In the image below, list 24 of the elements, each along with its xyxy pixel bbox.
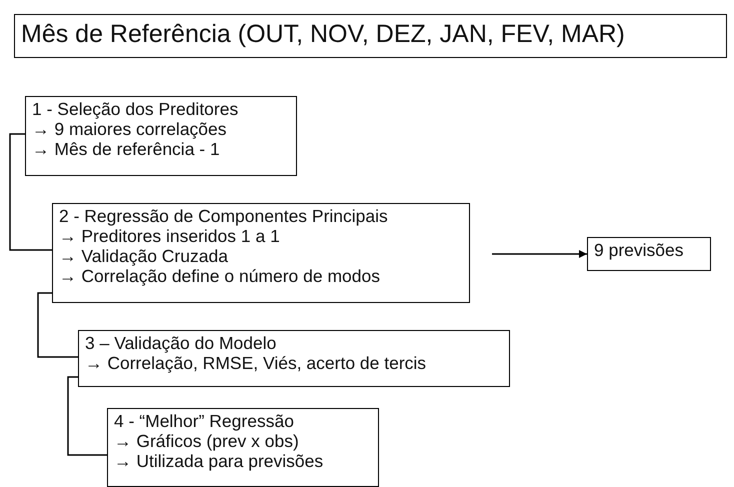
step-heading: 3 – Validação do Modelo — [85, 333, 278, 353]
step-heading: 4 - “Melhor” Regressão — [114, 411, 295, 431]
connector-line — [67, 376, 107, 456]
step-item: → Correlação, RMSE, Viés, acerto de tercis — [85, 353, 428, 373]
step-item: → 9 maiores correlações — [32, 119, 228, 139]
arrow — [492, 250, 587, 258]
step-heading: 2 - Regressão de Componentes Principais — [59, 206, 389, 226]
step-item: → Preditores inseridos 1 a 1 — [59, 226, 281, 246]
title-text: Mês de Referência (OUT, NOV, DEZ, JAN, FEV, MAR) — [21, 19, 626, 50]
process-box — [52, 203, 470, 303]
process-box — [25, 96, 297, 176]
process-box — [587, 237, 711, 271]
connector-line — [37, 292, 78, 358]
process-box — [107, 408, 379, 487]
title-box — [14, 14, 727, 58]
step-item: → Mês de referência - 1 — [32, 139, 221, 159]
step-heading: 9 previsões — [594, 240, 684, 260]
step-item: → Gráficos (prev x obs) — [114, 431, 300, 451]
step-item: → Validação Cruzada — [59, 246, 229, 266]
step-heading: 1 - Seleção dos Preditores — [32, 99, 240, 119]
step-item: → Utilizada para previsões — [114, 451, 324, 471]
connector-line — [9, 133, 52, 251]
process-box — [78, 330, 510, 387]
step-item: → Correlação define o número de modos — [59, 266, 382, 286]
